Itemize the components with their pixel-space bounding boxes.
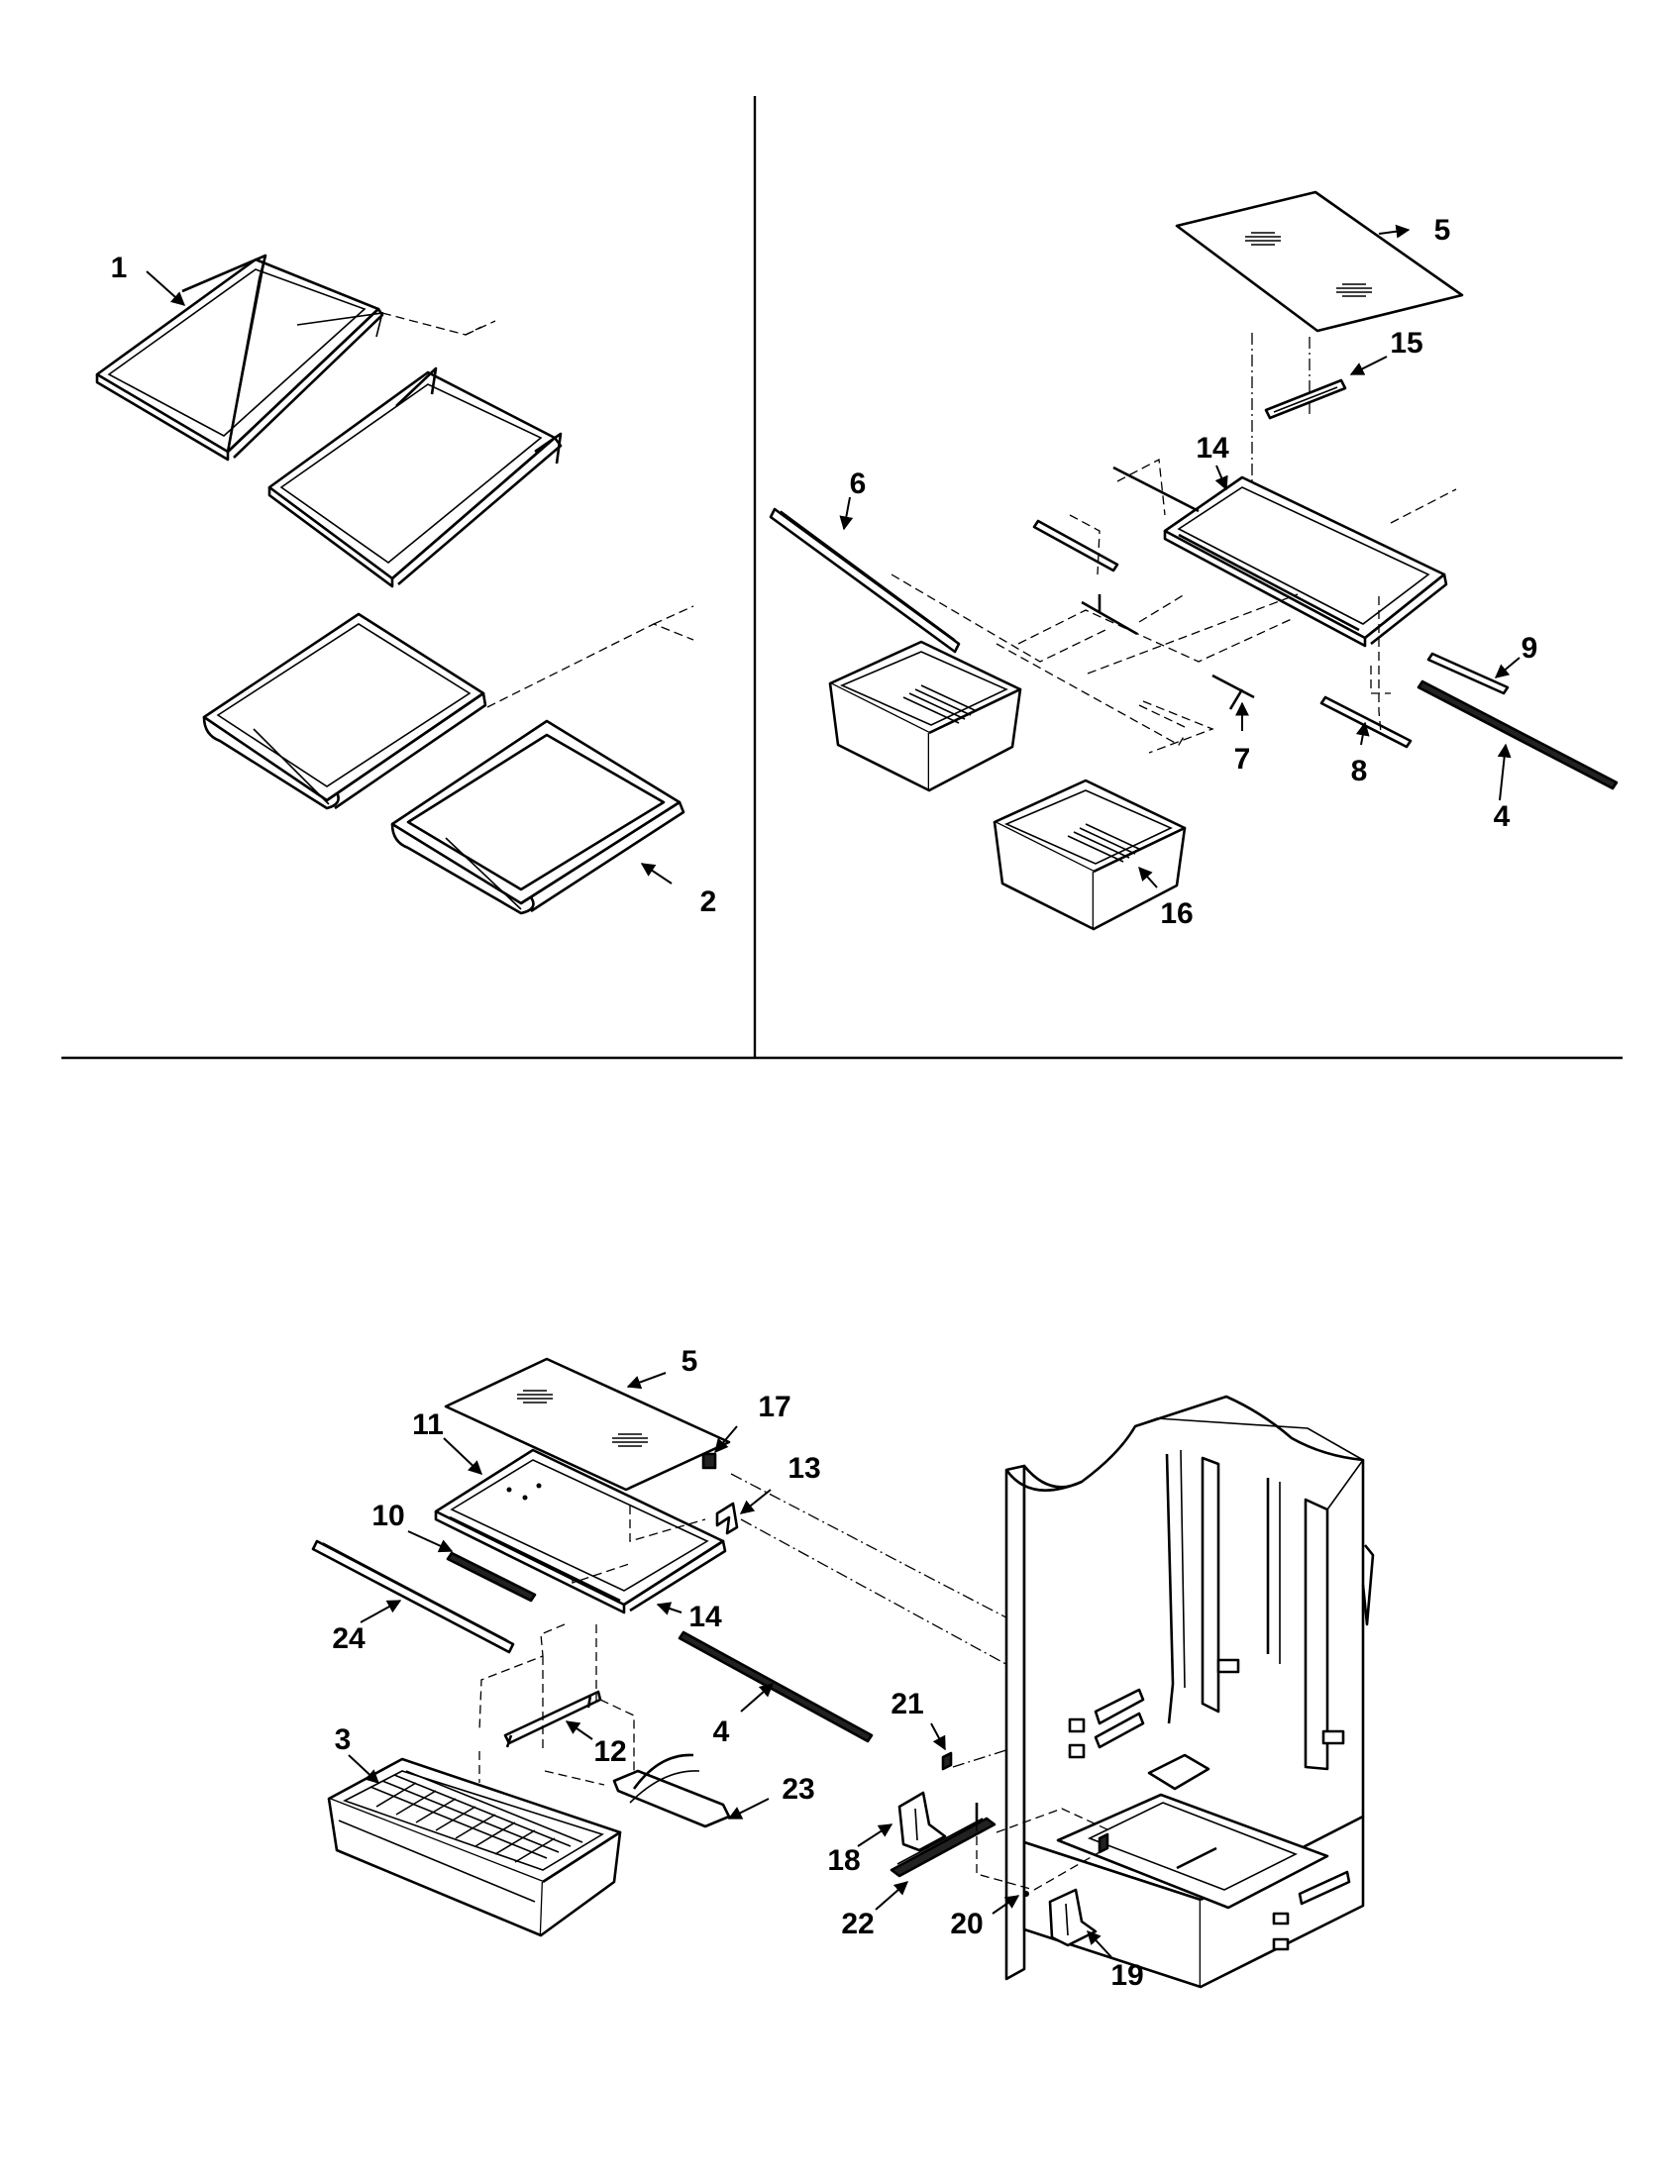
callout-arrow-22 [875, 1881, 909, 1911]
callout-22: 22 [841, 1908, 874, 1940]
callout-arrow-2 [640, 863, 673, 884]
callout-7: 7 [1234, 743, 1251, 776]
glass-shelf-5-top [1175, 190, 1464, 333]
callout-arrow-3 [348, 1754, 380, 1784]
callout-20: 20 [950, 1908, 983, 1940]
callout-arrow-10 [407, 1530, 454, 1553]
rod-4-top [1417, 679, 1619, 790]
callout-8: 8 [1351, 755, 1368, 787]
callout-21: 21 [891, 1688, 923, 1720]
glass-shelf-5-bottom [444, 1357, 731, 1492]
leader-line [653, 605, 694, 625]
crisper-pan-3 [327, 1757, 622, 1937]
callout-2: 2 [700, 885, 717, 918]
crisper-drawer-left [828, 640, 1022, 792]
rail-10 [446, 1551, 537, 1603]
callout-arrow-17 [714, 1425, 738, 1454]
callout-arrow-1 [146, 270, 186, 306]
bracket-7 [1211, 674, 1255, 710]
bracket-piece [1081, 600, 1138, 636]
callout-arrow-14-bottom [656, 1602, 682, 1615]
shelf-assembly-2-upper [267, 366, 563, 588]
callout-13: 13 [788, 1452, 820, 1485]
callout-arrow-8 [1355, 721, 1370, 746]
clip-17 [701, 1452, 717, 1470]
leveling-leg-18 [897, 1791, 947, 1852]
base-rail-22 [890, 1817, 997, 1878]
callout-15: 15 [1390, 327, 1422, 360]
callout-18: 18 [827, 1844, 860, 1877]
callout-arrow-18 [857, 1823, 893, 1847]
callout-arrow-20 [992, 1895, 1020, 1915]
screw-20 [975, 1803, 1029, 1897]
callout-arrow-4-top [1497, 743, 1512, 801]
callout-4-bottom: 4 [713, 1716, 730, 1748]
callout-arrow-11 [443, 1437, 483, 1475]
callout-arrow-12 [565, 1720, 593, 1740]
callout-24: 24 [332, 1622, 366, 1655]
refrigerator-cabinet-liner [1004, 1395, 1375, 1989]
crisper-drawer-16 [993, 779, 1187, 931]
rail-8 [1319, 695, 1413, 749]
callout-6: 6 [850, 468, 867, 500]
callout-5-bottom: 5 [682, 1345, 698, 1378]
callout-arrow-14-top [1214, 465, 1228, 491]
callout-arrow-4-bottom [740, 1683, 775, 1713]
shelf-assembly-lower-b [390, 719, 685, 915]
callout-arrow-19 [1087, 1929, 1112, 1958]
rail-6 [769, 507, 961, 654]
rail-9 [1426, 652, 1510, 695]
bracket-13 [715, 1502, 739, 1535]
shelf-frame-14-top [1163, 475, 1448, 648]
callout-19: 19 [1110, 1959, 1143, 1992]
shelf-frame-11-14 [434, 1448, 727, 1614]
callout-10: 10 [371, 1500, 404, 1532]
rail-24 [311, 1539, 515, 1654]
shelf-assembly-lower-a [202, 612, 487, 810]
rail-15 [1264, 378, 1347, 420]
callout-arrow-5-bottom [626, 1372, 667, 1390]
callout-arrow-6 [839, 496, 854, 531]
rail-piece [1032, 519, 1119, 572]
leader-line [486, 623, 694, 708]
callout-arrow-13 [739, 1489, 772, 1514]
callout-3: 3 [335, 1723, 352, 1756]
shelf-assembly-1 [95, 254, 384, 462]
callout-23: 23 [782, 1773, 814, 1806]
callout-arrow-15 [1349, 356, 1388, 375]
rod-4-bottom [678, 1630, 874, 1743]
bracket-12 [503, 1690, 602, 1748]
callout-arrow-23 [727, 1798, 770, 1820]
rail-piece [1112, 466, 1200, 513]
callout-arrow-9 [1494, 657, 1521, 678]
callout-17: 17 [758, 1391, 790, 1423]
callout-arrow-5-top [1378, 224, 1411, 239]
callout-9: 9 [1522, 632, 1538, 665]
drawer-slide-23 [612, 1753, 731, 1828]
callout-12: 12 [593, 1735, 626, 1768]
screw-21 [941, 1751, 953, 1771]
callout-arrow-16 [1138, 866, 1158, 888]
callout-11: 11 [412, 1408, 444, 1441]
callout-arrow-21 [930, 1722, 946, 1751]
callout-5-top: 5 [1434, 214, 1451, 247]
leader-line [381, 312, 482, 336]
callout-14-top: 14 [1196, 432, 1229, 465]
leader-line [465, 320, 496, 336]
callout-1: 1 [111, 252, 128, 284]
callout-16: 16 [1160, 897, 1193, 930]
callout-14-bottom: 14 [688, 1601, 722, 1633]
callout-arrow-24 [360, 1600, 402, 1623]
callout-4-top: 4 [1494, 800, 1511, 833]
